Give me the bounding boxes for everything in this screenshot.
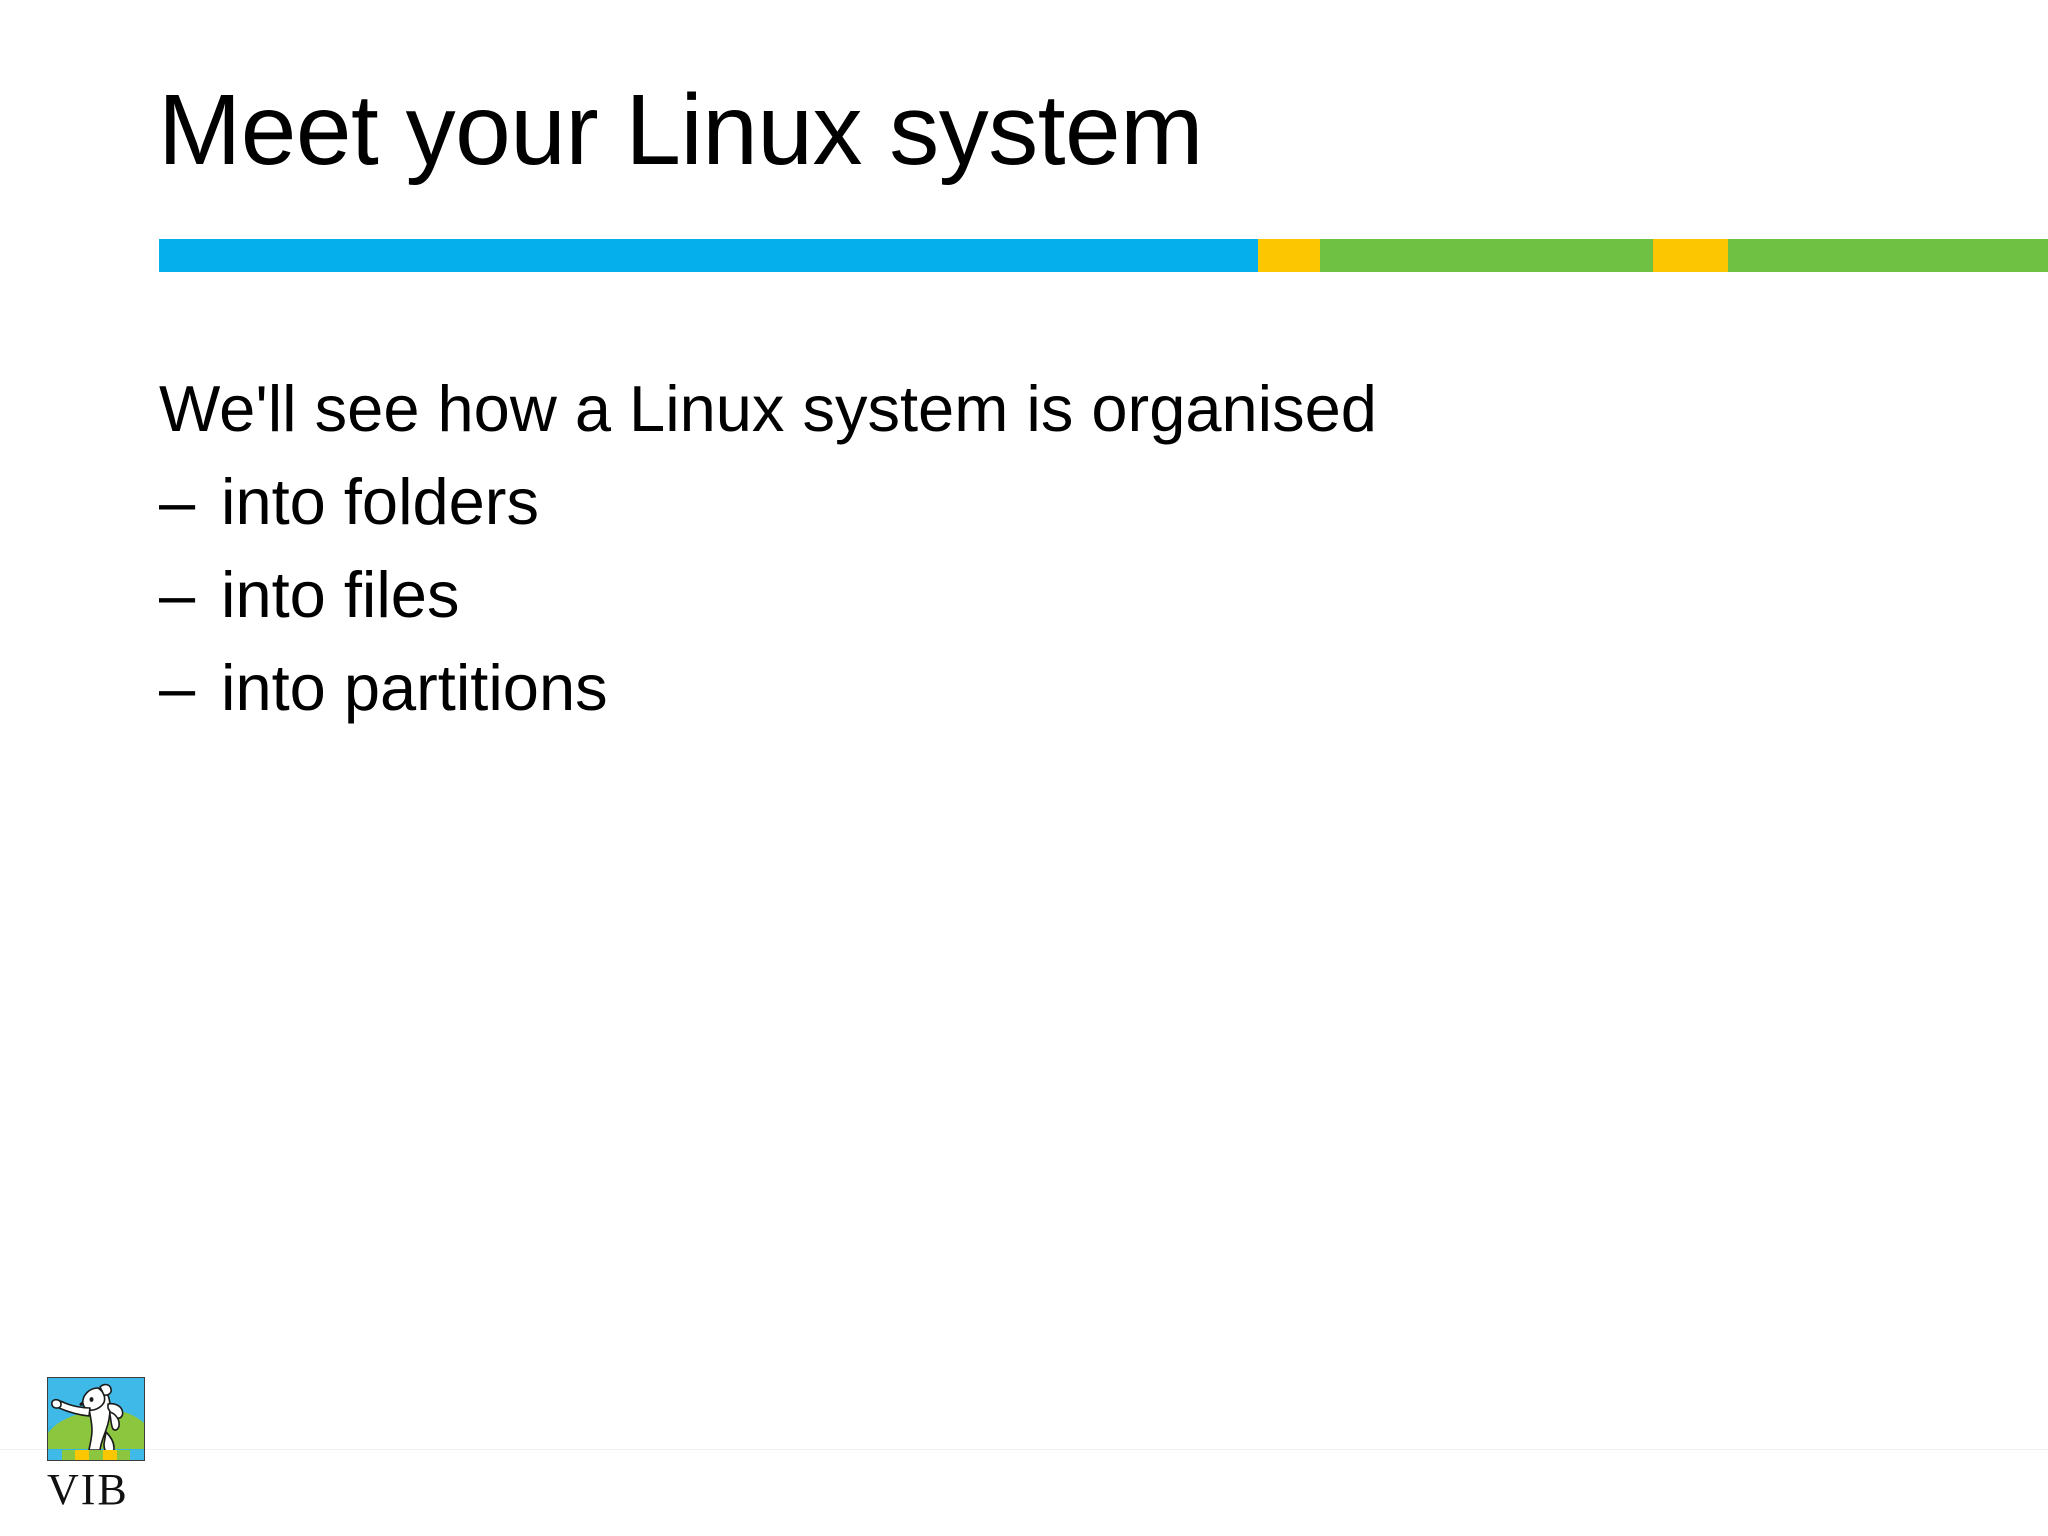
vib-stripe-seg-2	[61, 1450, 76, 1460]
bullet-dash-icon: –	[159, 558, 196, 631]
vib-logo-mark	[47, 1377, 145, 1461]
accent-bar-segment-green-1	[1320, 239, 1653, 272]
vib-stripe-seg-6	[116, 1450, 131, 1460]
accent-bar-segment-yellow-2	[1653, 239, 1728, 272]
list-item-label: into files	[221, 558, 460, 631]
vib-logo-animal-icon	[51, 1383, 124, 1455]
vib-stripe-seg-4	[89, 1450, 103, 1460]
vib-stripe-seg-5	[102, 1450, 117, 1460]
accent-bar-segment-yellow-1	[1258, 239, 1320, 272]
body-intro-line: We'll see how a Linux system is organise…	[159, 372, 1377, 445]
vib-stripe-seg-1	[48, 1450, 62, 1460]
accent-bar-segment-green-2	[1728, 239, 2048, 272]
page-title: Meet your Linux system	[158, 74, 1203, 186]
accent-bar-segment-blue-1	[159, 239, 1258, 272]
bullet-dash-icon: –	[159, 651, 196, 724]
list-item: – into partitions	[159, 641, 1859, 734]
vib-stripe-seg-3	[75, 1450, 90, 1460]
accent-color-bar	[159, 239, 2048, 272]
list-item: – into folders	[159, 455, 1859, 548]
vib-logo: VIB	[47, 1377, 145, 1513]
slide-body: We'll see how a Linux system is organise…	[159, 362, 1859, 734]
list-item-label: into partitions	[221, 651, 608, 724]
list-item-label: into folders	[221, 465, 539, 538]
footer-divider	[0, 1449, 2048, 1450]
vib-stripe-seg-7	[130, 1450, 144, 1460]
list-item: – into files	[159, 548, 1859, 641]
bullet-dash-icon: –	[159, 465, 196, 538]
vib-logo-stripe	[48, 1450, 144, 1460]
vib-wordmark: VIB	[47, 1465, 129, 1514]
